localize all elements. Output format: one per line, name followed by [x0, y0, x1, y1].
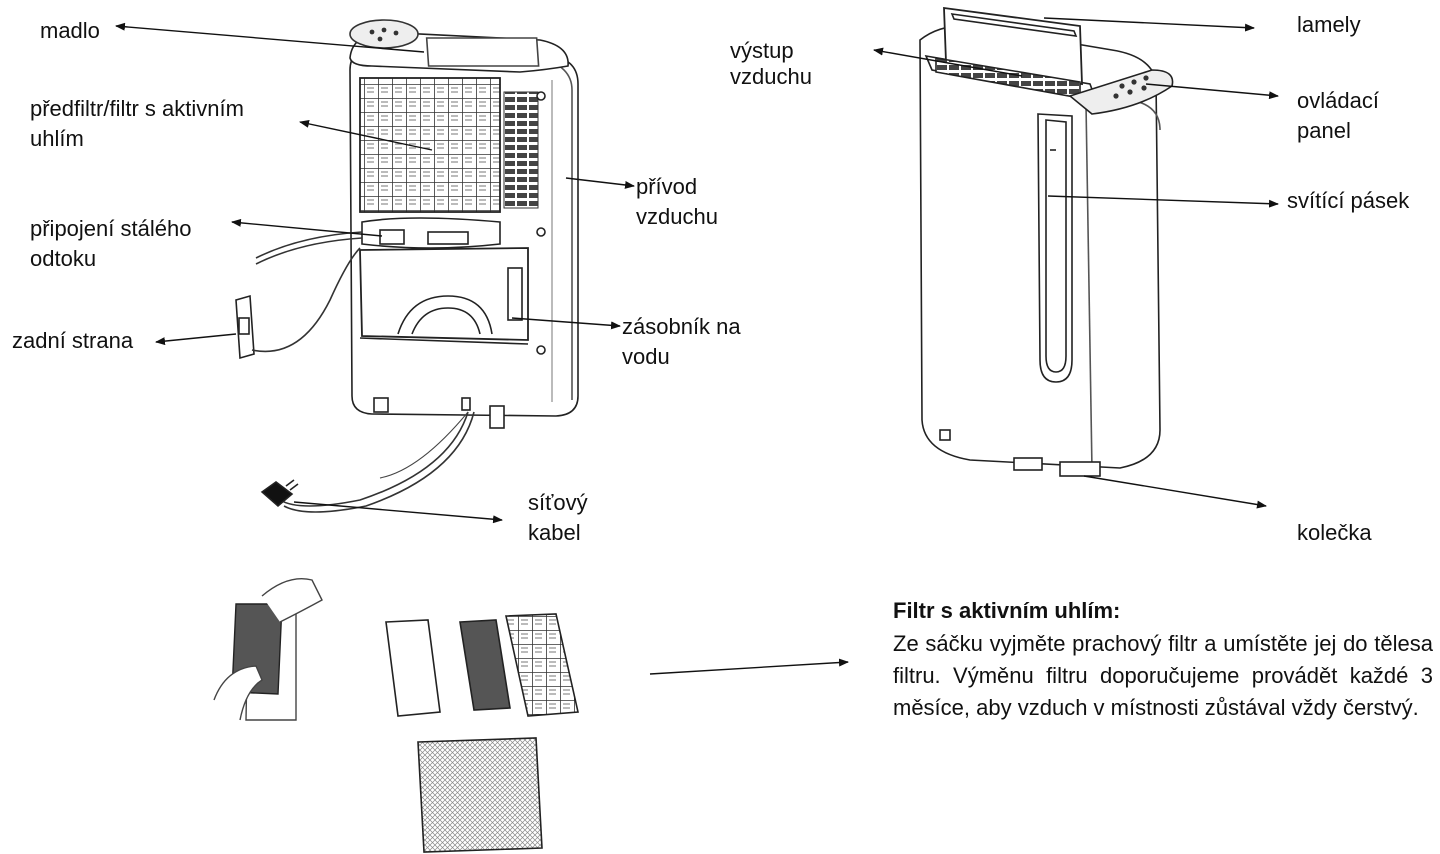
label-predfiltr-line1: předfiltr/filtr s aktivním [30, 96, 244, 121]
arrow-filter-info [649, 658, 849, 675]
arrow-privod [565, 177, 635, 189]
label-privod-line1: přívod [636, 174, 698, 199]
arrow-zadni-strana [155, 333, 237, 346]
label-sitovy-line2: kabel [528, 520, 581, 545]
label-predfiltr: předfiltr/filtr s aktivním uhlím [30, 94, 244, 154]
label-zadni-strana-text: zadní strana [12, 328, 134, 353]
arrow-predfiltr [299, 119, 433, 151]
arrow-madlo [115, 22, 425, 53]
label-pripojeni: připojení stálého odtoku [30, 214, 191, 274]
dehumidifier-front-view [919, 6, 1174, 477]
label-kolecka-text: kolečka [1297, 520, 1372, 545]
label-predfiltr-line2: uhlím [30, 126, 84, 151]
arrow-ovladaci [1145, 83, 1279, 100]
arrow-svitici [1047, 195, 1279, 208]
arrow-kolecka [1083, 475, 1267, 509]
label-sitovy: síťový kabel [528, 488, 588, 548]
label-vystup: výstup vzduchu [730, 38, 812, 90]
arrow-pripojeni [231, 218, 383, 237]
label-svitici-pasek-text: svítící pásek [1287, 188, 1410, 213]
arrow-lamely [1043, 17, 1255, 32]
filter-illustration-layers [385, 613, 579, 853]
label-privod: přívod vzduchu [636, 172, 718, 232]
label-madlo: madlo [40, 16, 100, 46]
label-pripojeni-line1: připojení stálého [30, 216, 192, 241]
label-lamely: lamely [1297, 10, 1361, 40]
label-vystup-line1: výstup [730, 38, 794, 63]
filter-info-heading: Filtr s aktivním uhlím: [893, 598, 1121, 623]
label-zadni-strana: zadní strana [12, 326, 133, 356]
label-privod-line2: vzduchu [636, 204, 718, 229]
dehumidifier-rear-view [235, 19, 579, 513]
label-ovladaci-line1: ovládací [1297, 88, 1379, 113]
label-svitici-pasek: svítící pásek [1287, 186, 1409, 216]
label-zasobnik-line2: vodu [622, 344, 670, 369]
label-vystup-line2: vzduchu [730, 64, 812, 89]
label-lamely-text: lamely [1297, 12, 1361, 37]
label-ovladaci-line2: panel [1297, 118, 1351, 143]
label-pripojeni-line2: odtoku [30, 246, 97, 271]
label-zasobnik: zásobník na vodu [622, 312, 741, 372]
label-ovladaci: ovládací panel [1297, 86, 1379, 146]
label-sitovy-line1: síťový [528, 490, 588, 515]
filter-info-text: Ze sáčku vyjměte prachový filtr a umístě… [893, 631, 1433, 720]
filter-illustration-hands [213, 578, 323, 721]
label-madlo-text: madlo [40, 18, 100, 43]
arrow-sitovy [293, 501, 503, 524]
arrow-vystup [873, 47, 1023, 77]
arrow-zasobnik [511, 317, 621, 330]
label-kolecka: kolečka [1297, 518, 1372, 548]
label-zasobnik-line1: zásobník na [622, 314, 741, 339]
